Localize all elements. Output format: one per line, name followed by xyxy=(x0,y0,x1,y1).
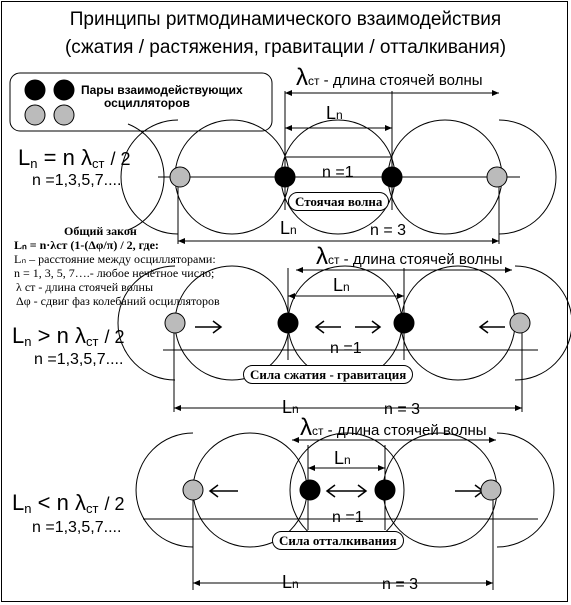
section-1-dimensions xyxy=(177,91,500,244)
title-line-2: (сжатия / растяжения, гравитации / оттал… xyxy=(64,37,507,58)
general-law-line-3: λ ст - длина стоячей волны xyxy=(16,280,154,294)
force-arrows xyxy=(195,320,505,498)
title-line-1: Принципы ритмодинамического взаимодейств… xyxy=(69,9,502,30)
oscillators xyxy=(24,79,531,501)
section-3-formula: Ln < n λст / 2 xyxy=(12,490,125,516)
section-3-n1-label: n =1 xyxy=(332,509,364,526)
section-2-n3-label: n = 3 xyxy=(384,401,421,418)
section-1-ln-total: Ln xyxy=(280,218,297,238)
section-1-pill: Стоячая волна xyxy=(288,192,390,211)
section-1-ln-label: Ln xyxy=(326,103,343,123)
section-3-n-values: n =1,3,5,7.... xyxy=(32,519,122,536)
general-law-line-2: n = 1, 3, 5, 7….- любое нечётное число; xyxy=(14,266,215,280)
section-3-n3-label: n = 3 xyxy=(382,576,419,593)
general-law-heading: Общий закон xyxy=(64,224,137,238)
dimension-arrowheads xyxy=(174,90,522,586)
section-3-dimensions xyxy=(192,439,496,590)
section-2-pill: Сила сжатия - гравитация xyxy=(243,365,414,384)
section-2-n1-label: n =1 xyxy=(330,340,362,357)
section-2-n-values: n =1,3,5,7.... xyxy=(34,351,124,368)
section-2-lambda-label: λст - длина стоячей волны xyxy=(316,243,503,270)
section-3-pill: Сила отталкивания xyxy=(272,531,404,550)
legend-label-line-2: осцилляторов xyxy=(104,96,190,110)
legend-label-line-1: Пары взаимодействующих xyxy=(81,83,243,97)
section-1-n1-label: n =1 xyxy=(322,164,354,181)
section-2-formula: Ln > n λст / 2 xyxy=(12,323,125,349)
section-1-n-values: n =1,3,5,7.... xyxy=(32,172,122,189)
section-1-lambda-label: λст - длина стоячей волны xyxy=(296,64,483,91)
section-1-n3-label: n = 3 xyxy=(370,222,407,239)
section-2-ln-label: Ln xyxy=(333,275,350,295)
section-3-lambda-label: λст - длина стоячей волны xyxy=(300,414,487,441)
section-1-formula: Ln = n λст / 2 xyxy=(18,145,131,171)
section-2-ln-total: Ln xyxy=(282,397,299,417)
section-3-ln-label: Ln xyxy=(334,448,351,468)
general-law-line-4: Δφ - сдвиг фаз колебаний осцилляторов xyxy=(16,294,220,308)
general-law-line-1: Lₙ – расстояние между осцилляторами: xyxy=(14,252,216,266)
general-law-formula: Lₙ = n·λст (1-(Δφ/π) / 2, где: xyxy=(14,238,159,252)
section-3-ln-total: Ln xyxy=(282,572,299,592)
